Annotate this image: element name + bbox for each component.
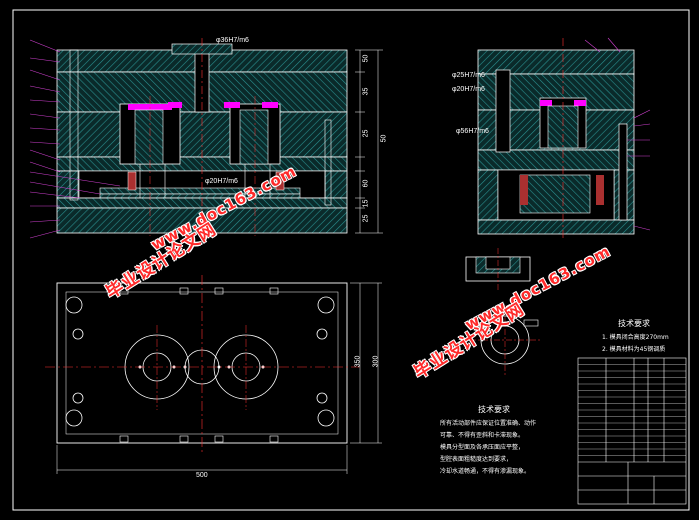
front-section-view [29,38,383,240]
plan-width-dim: 500 [196,472,208,479]
fit-label-top: φ36H7/m6 [216,37,249,44]
side-dim-5: 50 [380,134,388,143]
tech-notes-bottom-title: 技术要求 [478,405,510,414]
plan-height-dim-1: 350 [354,355,362,368]
side-dim-2: 35 [362,87,370,96]
tech-notes-bottom-line-1: 所有活动部件应保证位置准确、动作 [440,420,537,427]
side-dim-6: 25 [362,214,370,223]
tech-notes-bottom-line-4: 型腔表面粗糙度达到要求， [440,456,513,463]
tech-notes-right-line-1: 1. 模具闭合高度270mm [602,334,669,341]
tech-notes-bottom-line-3: 模具分型面及各承压面应平整， [440,444,525,451]
side-dim-1: 50 [362,54,370,63]
fit-label-right-3: φ56H7/m6 [456,128,489,135]
fit-label-right-2: φ20H7/m6 [452,86,485,93]
tech-notes-bottom-line-5: 冷却水道畅通，不得有渗漏现象。 [440,468,531,475]
side-dim-4: 60 [362,179,370,188]
side-section-view [477,37,651,240]
plan-height-dim-2: 300 [372,355,380,368]
tech-notes-right-title: 技术要求 [618,319,650,328]
tech-notes-bottom-line-2: 可靠、不得有歪斜和卡滞现象。 [440,432,525,439]
title-block [577,357,687,505]
fit-label-right-1: φ25H7/m6 [452,72,485,79]
side-dim-3: 25 [362,129,370,138]
title-block-rows [578,364,686,456]
fit-label-center: φ20H7/m6 [205,178,238,185]
drawing-border [12,9,690,511]
part-detail-view [465,248,540,375]
plan-view [45,275,382,474]
tech-notes-right-line-2: 2. 模具材料为45钢调质 [602,346,666,353]
side-dim-7: 15 [362,199,370,208]
